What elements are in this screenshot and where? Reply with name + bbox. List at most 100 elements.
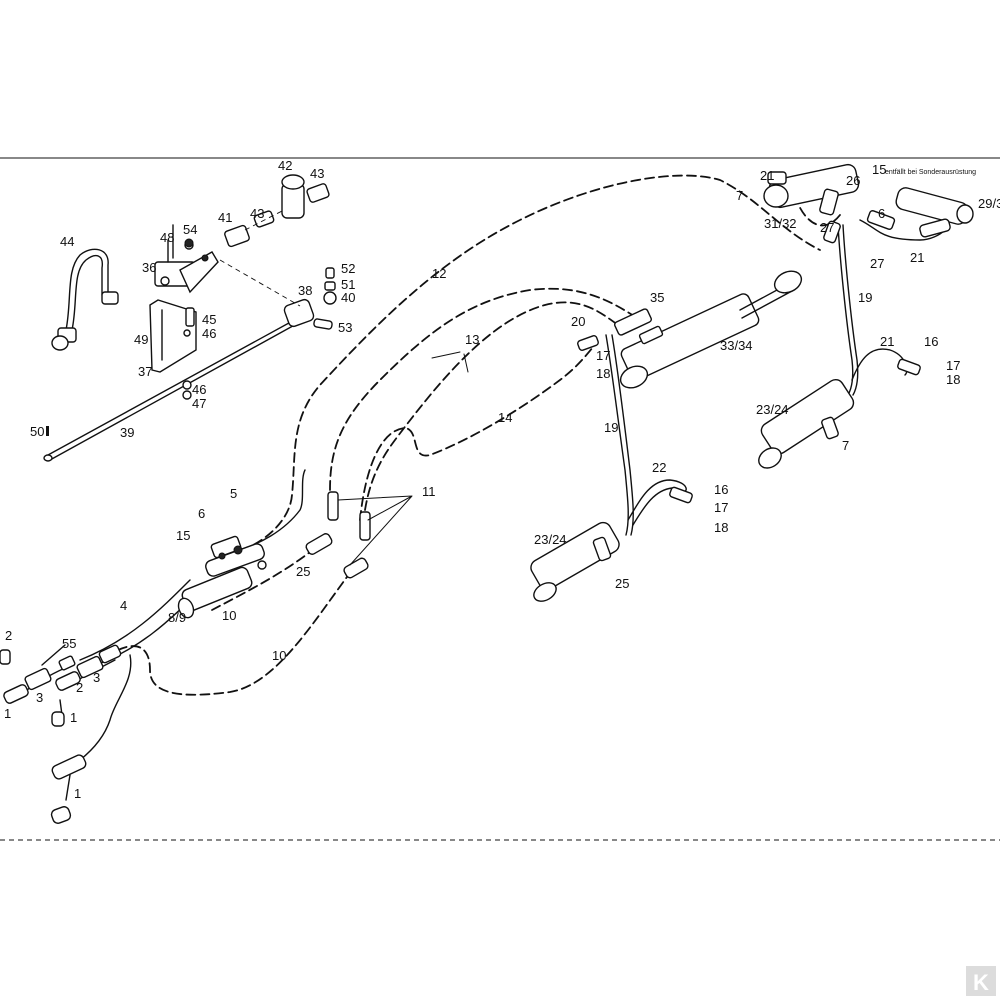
- leader-13: [431, 351, 469, 373]
- part-label: 47: [192, 396, 206, 411]
- part-label: 43: [250, 206, 264, 221]
- part-label: 49: [134, 332, 148, 347]
- part-label: 42: [278, 158, 292, 173]
- part-label: 15: [176, 528, 190, 543]
- part-label: 2: [76, 680, 83, 695]
- part-label: 46: [192, 382, 206, 397]
- part-label: 1: [74, 786, 81, 801]
- cylinder-23-24-right: [758, 358, 921, 469]
- part-label: 6: [878, 206, 885, 221]
- part-label: 20: [571, 314, 585, 329]
- hose-21-top: [859, 219, 946, 241]
- part-label: 39: [120, 425, 134, 440]
- part-label: 55: [62, 636, 76, 651]
- brand-mark: K: [973, 970, 989, 995]
- cylinder-8-9: [177, 566, 253, 619]
- part-label: 25: [296, 564, 310, 579]
- hose-center-white: [231, 469, 306, 553]
- part-label: 19: [858, 290, 872, 305]
- part-label: 40: [341, 290, 355, 305]
- cylinder-33-34: [577, 270, 803, 389]
- part-label: 16: [924, 334, 938, 349]
- part-label: 13: [465, 332, 479, 347]
- hose-13-inner: [364, 301, 619, 511]
- part-label: 50: [30, 424, 44, 439]
- hose-14: [359, 344, 596, 521]
- hose-4: [79, 579, 191, 661]
- cylinder-29-30: [866, 187, 974, 238]
- part-label: 19: [604, 420, 618, 435]
- part-label: 10: [272, 648, 286, 663]
- part-label: 52: [341, 261, 355, 276]
- part-label: 27: [870, 256, 884, 271]
- part-label: 21: [880, 334, 894, 349]
- hose-19-left: [605, 334, 629, 536]
- part-label: 23/24: [534, 532, 567, 547]
- hose-19-right-b: [842, 224, 859, 396]
- part-label: 12: [432, 266, 446, 281]
- part-label: 43: [310, 166, 324, 181]
- fittings-11: [305, 491, 371, 579]
- part-label: 3: [36, 690, 43, 705]
- part-label: 35: [650, 290, 664, 305]
- coupler-set: [0, 644, 122, 824]
- part-label: 33/34: [720, 338, 753, 353]
- part-label: 7: [736, 188, 743, 203]
- part-label: 36: [142, 260, 156, 275]
- leader-11: [337, 495, 413, 566]
- part-label: 54: [183, 222, 197, 237]
- part-label: 27: [820, 220, 834, 235]
- part-label: 2: [5, 628, 12, 643]
- part-label: 16: [714, 482, 728, 497]
- option-note: entfällt bei Sonderausrüstung: [885, 169, 976, 176]
- part-label: 10: [222, 608, 236, 623]
- hose-to-quick-coupler: [79, 654, 132, 761]
- hose-10-lower: [117, 559, 361, 696]
- part-label: 7: [842, 438, 849, 453]
- part-label: 22: [652, 460, 666, 475]
- brand-logo: K: [966, 966, 996, 996]
- part-label: 31/32: [764, 216, 797, 231]
- pin-50-marker: [46, 426, 49, 436]
- hose-13-outer: [329, 287, 641, 491]
- part-label: 25: [615, 576, 629, 591]
- part-label: 44: [60, 234, 74, 249]
- part-label: 1: [70, 710, 77, 725]
- hose-19-left-b: [611, 334, 634, 536]
- cylinder-23-24-middle: [530, 486, 693, 602]
- hose-22b: [632, 487, 673, 526]
- part-label: 46: [202, 326, 216, 341]
- part-label: 48: [160, 230, 174, 245]
- part-label: 26: [846, 173, 860, 188]
- part-label: 17: [596, 348, 610, 363]
- part-label: 15: [872, 162, 886, 177]
- part-label: 18: [596, 366, 610, 381]
- part-label: 21: [760, 168, 774, 183]
- part-label: 41: [218, 210, 232, 225]
- part-label: 23/24: [756, 402, 789, 417]
- hose-12: [227, 174, 821, 556]
- part-label: 45: [202, 312, 216, 327]
- part-label: 37: [138, 364, 152, 379]
- part-label: 4: [120, 598, 127, 613]
- part-label: 21: [910, 250, 924, 265]
- part-label: 8/9: [168, 610, 186, 625]
- part-label: 38: [298, 283, 312, 298]
- part-label: 51: [341, 277, 355, 292]
- top-left-assembly: [43, 174, 337, 462]
- hose-19-right: [837, 224, 854, 396]
- hose-22: [627, 479, 687, 521]
- part-label: 14: [498, 410, 512, 425]
- part-label: 11: [422, 484, 436, 499]
- part-label: 17: [946, 358, 960, 373]
- part-label: 5: [230, 486, 237, 501]
- part-label: 18: [714, 520, 728, 535]
- cylinder-31-32: [763, 163, 860, 244]
- part-label: 6: [198, 506, 205, 521]
- part-label: 18: [946, 372, 960, 387]
- part-label: 53: [338, 320, 352, 335]
- valve-block: [205, 535, 267, 577]
